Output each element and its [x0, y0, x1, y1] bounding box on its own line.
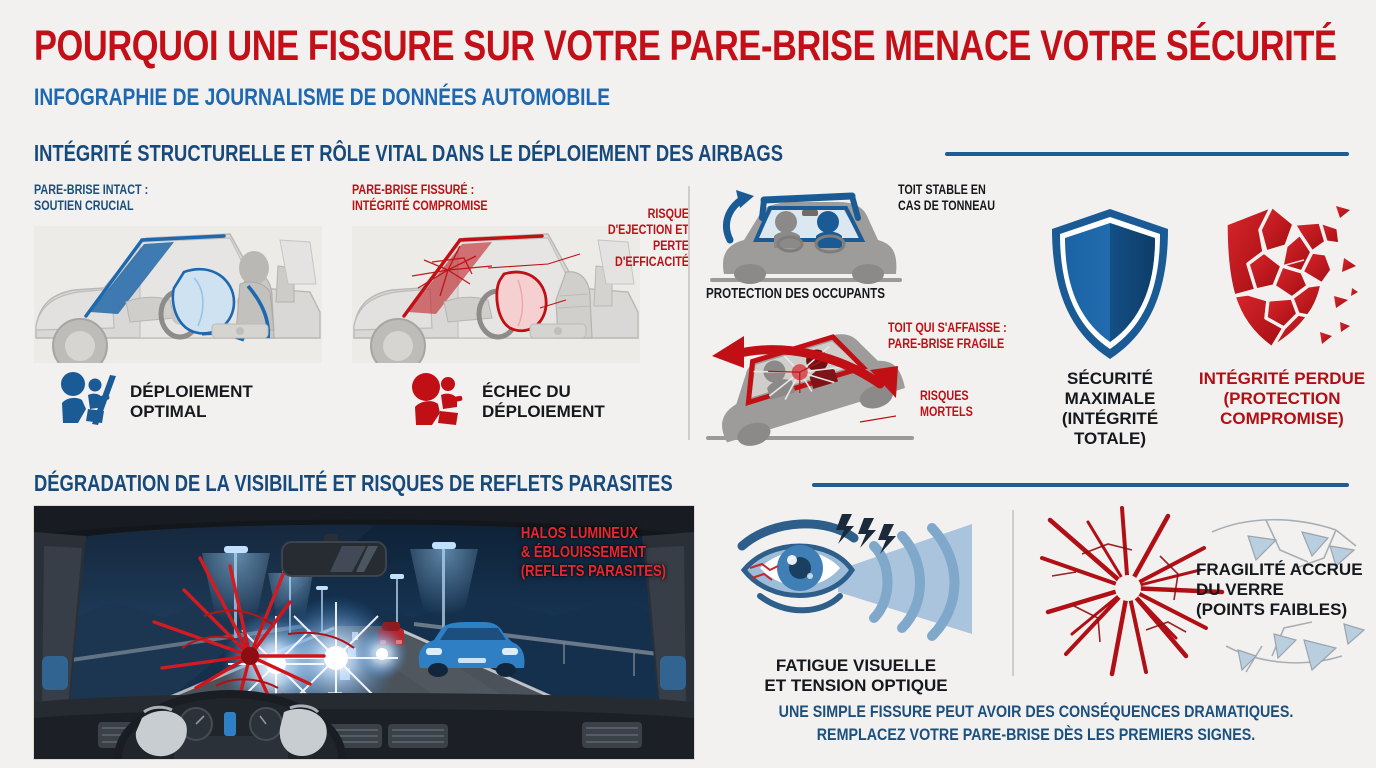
shield-broken-icon [1208, 200, 1358, 368]
footer-message: UNE SIMPLE FISSURE PEUT AVOIR DES CONSÉQ… [778, 702, 1294, 744]
panel-intact-label: PARE-BRISE INTACT : SOUTIEN CRUCIAL [34, 182, 149, 213]
page-title: POURQUOI UNE FISSURE SUR VOTRE PARE-BRIS… [34, 22, 1337, 70]
illustration-roof-stable [706, 178, 906, 290]
section-1-rule [945, 152, 1349, 156]
panel-cracked-caption: ÉCHEC DU DÉPLOIEMENT [482, 382, 605, 421]
panel-intact-caption: DÉPLOIEMENT OPTIMAL [130, 382, 253, 421]
eye-strain-icon [726, 512, 1016, 652]
shield-broken-caption: INTÉGRITÉ PERDUE (PROTECTION COMPROMISE) [1198, 369, 1366, 428]
eye-strain-caption: FATIGUE VISUELLE ET TENSION OPTIQUE [764, 656, 948, 695]
panel-roof-bad-callout: TOIT QUI S'AFFAISSE : PARE-BRISE FRAGILE [888, 320, 1007, 351]
illustration-roof-collapse [700, 312, 920, 448]
shield-intact-caption: SÉCURITÉ MAXIMALE (INTÉGRITÉ TOTALE) [1061, 369, 1159, 448]
panel-divider-1 [688, 186, 690, 440]
section-1-heading: INTÉGRITÉ STRUCTURELLE ET RÔLE VITAL DAN… [34, 140, 783, 166]
shield-intact-icon [1046, 205, 1174, 365]
panel-roof-bad-subcallout: RISQUES MORTELS [920, 388, 973, 419]
night-scene-overlay-text: HALOS LUMINEUX & ÉBLOUISSEMENT (REFLETS … [521, 525, 667, 580]
glass-fragility-icon [1036, 506, 1376, 678]
page-subtitle: INFOGRAPHIE DE JOURNALISME DE DONNÉES AU… [34, 84, 611, 111]
panel-cracked-label: PARE-BRISE FISSURÉ : INTÉGRITÉ COMPROMIS… [352, 182, 488, 213]
section-2-rule [812, 483, 1349, 487]
panel-divider-2 [1012, 510, 1014, 676]
airbag-ok-icon [58, 371, 118, 427]
section-2-heading: DÉGRADATION DE LA VISIBILITÉ ET RISQUES … [34, 470, 673, 496]
illustration-cracked-car [352, 226, 640, 363]
panel-roof-ok-callout: TOIT STABLE EN CAS DE TONNEAU [898, 182, 996, 213]
illustration-intact-car [34, 226, 322, 363]
airbag-fail-icon [410, 371, 470, 427]
panel-roof-ok-caption: PROTECTION DES OCCUPANTS [706, 286, 885, 302]
glass-fragility-caption: FRAGILITÉ ACCRUE DU VERRE (POINTS FAIBLE… [1196, 560, 1363, 619]
night-driving-scene: HALOS LUMINEUX & ÉBLOUISSEMENT (REFLETS … [34, 506, 694, 759]
panel-cracked-callout: RISQUE D'EJECTION ET PERTE D'EFFICACITÉ [607, 206, 689, 269]
